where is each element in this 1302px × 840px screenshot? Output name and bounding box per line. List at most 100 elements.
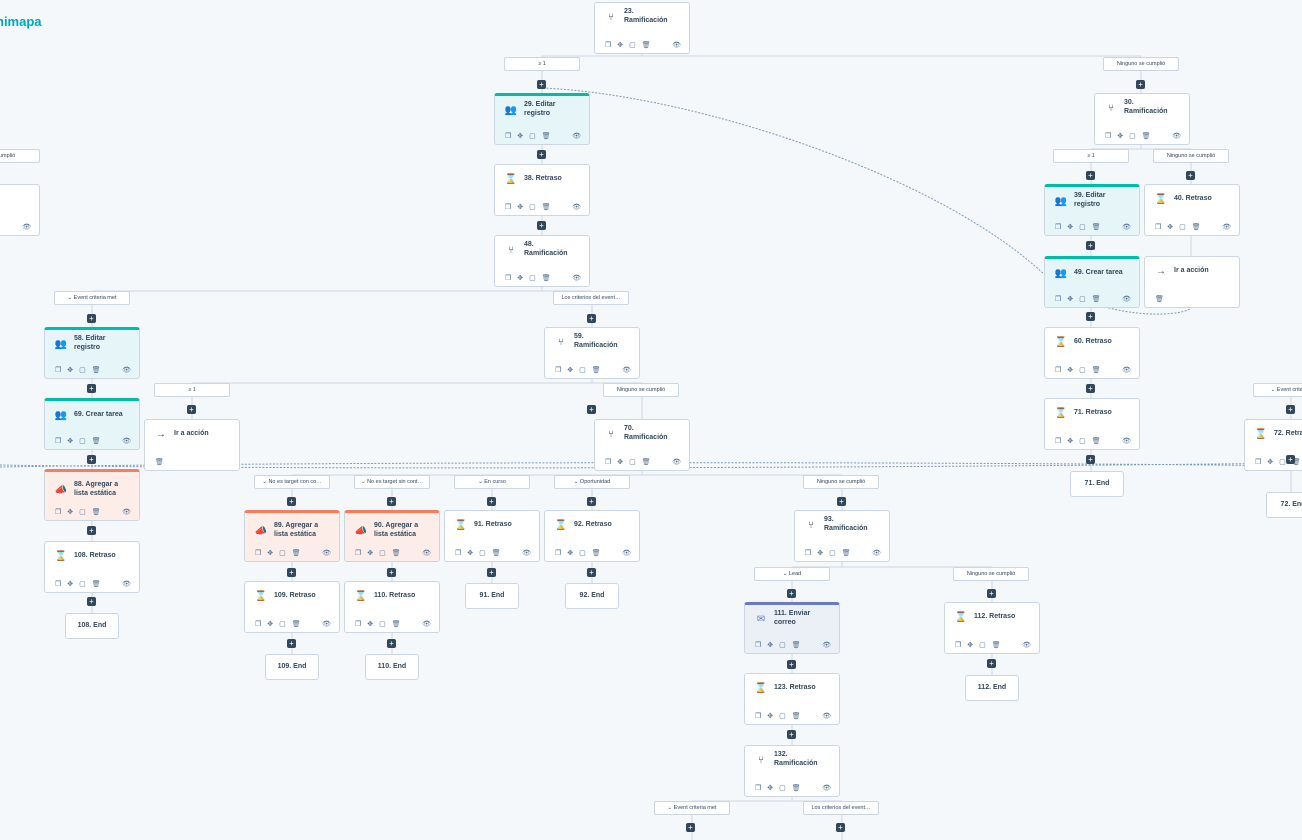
move-icon[interactable]: ✥ — [617, 42, 624, 49]
delete-icon[interactable]: 🗑 — [591, 550, 601, 557]
add-action-button[interactable]: + — [387, 568, 396, 577]
add-action-button[interactable]: + — [587, 314, 596, 323]
add-action-button[interactable]: + — [1086, 384, 1095, 393]
action-card-n69[interactable]: 👥69. Crear tarea❐✥▢🗑👁 — [44, 398, 140, 450]
action-card-n108[interactable]: ⌛108. Retraso❐✥▢🗑👁 — [44, 541, 140, 593]
eye-icon[interactable]: 👁 — [1172, 133, 1181, 140]
delete-icon[interactable]: 🗑 — [155, 459, 164, 466]
clone-icon[interactable]: ▢ — [779, 785, 786, 792]
add-action-button[interactable]: + — [87, 455, 96, 464]
copy-icon[interactable]: ❐ — [505, 275, 512, 282]
delete-icon[interactable]: 🗑 — [91, 367, 101, 374]
eye-icon[interactable]: 👁 — [522, 550, 531, 557]
clone-icon[interactable]: ▢ — [1279, 459, 1286, 466]
action-card-n40[interactable]: ⌛40. Retraso❐✥▢🗑👁 — [1144, 184, 1240, 236]
add-action-button[interactable]: + — [987, 659, 996, 668]
eye-icon[interactable]: 👁 — [422, 550, 431, 557]
branch-label-b70_a[interactable]: ⌄ No es target con co… — [254, 475, 330, 489]
eye-icon[interactable]: 👁 — [572, 133, 581, 140]
action-card-n112[interactable]: ⌛112. Retraso❐✥▢🗑👁 — [944, 602, 1040, 654]
branch-label-b70_c[interactable]: ⌄ En curso — [454, 475, 530, 489]
branch-label-b93_lead[interactable]: ⌄ Lead — [754, 567, 830, 581]
clone-icon[interactable]: ▢ — [1079, 224, 1086, 231]
copy-icon[interactable]: ❐ — [55, 367, 62, 374]
move-icon[interactable]: ✥ — [367, 550, 374, 557]
delete-icon[interactable]: 🗑 — [1091, 367, 1101, 374]
action-card-n49[interactable]: 👥49. Crear tarea❐✥▢🗑👁 — [1044, 256, 1140, 308]
action-card-n29[interactable]: 👥29. Editar registro❐✥▢🗑👁 — [494, 93, 590, 145]
action-card-n23[interactable]: ⑂23. Ramificación❐✥▢🗑👁 — [594, 2, 690, 54]
delete-icon[interactable]: 🗑 — [791, 785, 801, 792]
copy-icon[interactable]: ❐ — [1255, 459, 1262, 466]
clone-icon[interactable]: ▢ — [1079, 367, 1086, 374]
copy-icon[interactable]: ❐ — [1055, 367, 1062, 374]
eye-icon[interactable]: 👁 — [672, 42, 681, 49]
branch-label-b59_none[interactable]: Ninguno se cumplió — [603, 383, 679, 397]
eye-icon[interactable]: 👁 — [22, 224, 31, 231]
branch-label-b70_b[interactable]: ⌄ No es target sin cont… — [354, 475, 430, 489]
move-icon[interactable]: ✥ — [967, 642, 974, 649]
action-card-n93[interactable]: ⑂93. Ramificación❐✥▢🗑👁 — [794, 510, 890, 562]
action-card-n60[interactable]: ⌛60. Retraso❐✥▢🗑👁 — [1044, 327, 1140, 379]
add-action-button[interactable]: + — [187, 405, 196, 414]
eye-icon[interactable]: 👁 — [1022, 642, 1031, 649]
add-action-button[interactable]: + — [787, 730, 796, 739]
add-action-button[interactable]: + — [1086, 241, 1095, 250]
clone-icon[interactable]: ▢ — [79, 367, 86, 374]
branch-label-b132_not[interactable]: Los criterios del event… — [803, 801, 879, 815]
branch-label-b93_none[interactable]: Ninguno se cumplió — [953, 567, 1029, 581]
eye-icon[interactable]: 👁 — [822, 642, 831, 649]
clone-icon[interactable]: ▢ — [979, 642, 986, 649]
move-icon[interactable]: ✥ — [517, 133, 524, 140]
add-action-button[interactable]: + — [537, 150, 546, 159]
add-action-button[interactable]: + — [537, 80, 546, 89]
add-action-button[interactable]: + — [287, 568, 296, 577]
add-action-button[interactable]: + — [1086, 455, 1095, 464]
move-icon[interactable]: ✥ — [1267, 459, 1274, 466]
clone-icon[interactable]: ▢ — [779, 713, 786, 720]
eye-icon[interactable]: 👁 — [122, 438, 131, 445]
branch-label-b48_met[interactable]: ⌄ Event criteria met — [54, 291, 130, 305]
move-icon[interactable]: ✥ — [1067, 438, 1074, 445]
clone-icon[interactable]: ▢ — [1129, 133, 1136, 140]
clone-icon[interactable]: ▢ — [379, 621, 386, 628]
delete-icon[interactable]: 🗑 — [541, 204, 551, 211]
clone-icon[interactable]: ▢ — [279, 550, 286, 557]
action-card-n58[interactable]: 👥58. Editar registro❐✥▢🗑👁 — [44, 327, 140, 379]
clone-icon[interactable]: ▢ — [529, 275, 536, 282]
branch-label-b59_1[interactable]: ≥ 1 — [154, 383, 230, 397]
delete-icon[interactable]: 🗑 — [641, 42, 651, 49]
add-action-button[interactable]: + — [787, 589, 796, 598]
action-card-n38[interactable]: ⌛38. Retraso❐✥▢🗑👁 — [494, 164, 590, 216]
delete-icon[interactable]: 🗑 — [291, 621, 301, 628]
delete-icon[interactable]: 🗑 — [391, 550, 401, 557]
eye-icon[interactable]: 👁 — [122, 509, 131, 516]
delete-icon[interactable]: 🗑 — [541, 275, 551, 282]
branch-label-b30_none[interactable]: Ninguno se cumplió — [1153, 149, 1229, 163]
move-icon[interactable]: ✥ — [567, 550, 574, 557]
clone-icon[interactable]: ▢ — [479, 550, 486, 557]
clone-icon[interactable]: ▢ — [629, 459, 636, 466]
copy-icon[interactable]: ❐ — [555, 367, 562, 374]
copy-icon[interactable]: ❐ — [55, 509, 62, 516]
add-action-button[interactable]: + — [87, 526, 96, 535]
clone-icon[interactable]: ▢ — [529, 204, 536, 211]
delete-icon[interactable]: 🗑 — [391, 621, 401, 628]
copy-icon[interactable]: ❐ — [505, 204, 512, 211]
delete-icon[interactable]: 🗑 — [791, 642, 801, 649]
eye-icon[interactable]: 👁 — [1122, 367, 1131, 374]
action-card-left_partial[interactable]: ón❐✥▢🗑👁 — [0, 184, 40, 236]
move-icon[interactable]: ✥ — [67, 438, 74, 445]
clone-icon[interactable]: ▢ — [579, 550, 586, 557]
action-card-n110[interactable]: ⌛110. Retraso❐✥▢🗑👁 — [344, 581, 440, 633]
eye-icon[interactable]: 👁 — [322, 621, 331, 628]
delete-icon[interactable]: 🗑 — [591, 367, 601, 374]
add-action-button[interactable]: + — [837, 497, 846, 506]
delete-icon[interactable]: 🗑 — [491, 550, 501, 557]
clone-icon[interactable]: ▢ — [79, 581, 86, 588]
copy-icon[interactable]: ❐ — [605, 459, 612, 466]
action-card-n59[interactable]: ⑂59. Ramificación❐✥▢🗑👁 — [544, 327, 640, 379]
delete-icon[interactable]: 🗑 — [291, 550, 301, 557]
add-action-button[interactable]: + — [587, 497, 596, 506]
move-icon[interactable]: ✥ — [67, 509, 74, 516]
